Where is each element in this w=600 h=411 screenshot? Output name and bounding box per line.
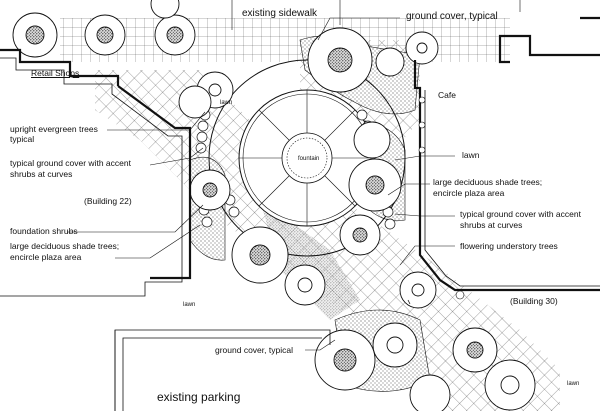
label-lawn-left-bottom: lawn: [183, 302, 196, 308]
paving-top: [60, 18, 510, 62]
label-flowering-understory: flowering understory trees: [460, 241, 558, 251]
label-ground-cover-top: ground cover, typical: [406, 11, 498, 22]
label-lawn-right: lawn: [462, 150, 480, 160]
label-existing-sidewalk: existing sidewalk: [242, 8, 318, 19]
tree-left-5: [284, 264, 326, 306]
label-typical-ground-cover-right-1: typical ground cover with accent: [460, 209, 581, 219]
tree-left-3: [189, 169, 231, 211]
label-building-30: (Building 30): [510, 296, 558, 306]
tree-left-2: [178, 85, 212, 119]
tree-right-1: [348, 158, 402, 212]
label-fountain: fountain: [298, 156, 320, 162]
building-edges: [0, 16, 600, 292]
label-large-deciduous-right-2: encircle plaza area: [433, 188, 505, 198]
tree-top-left-1: [12, 12, 58, 58]
label-large-deciduous-left-1: large deciduous shade trees;: [10, 241, 120, 251]
label-lawn-bottom-right: lawn: [567, 381, 580, 387]
cafe-tables: [418, 96, 465, 300]
leader-lines: [67, 0, 521, 351]
trees: [12, 0, 536, 411]
tree-left-4: [231, 226, 289, 284]
label-retail-shops: Retail Shops: [31, 68, 80, 78]
label-large-deciduous-right-1: large deciduous shade trees;: [433, 177, 543, 187]
tree-top-left-2: [84, 14, 126, 56]
tree-top-right-3: [375, 47, 405, 77]
tree-top-left-3: [154, 14, 196, 56]
label-upright-evergreen-1: upright evergreen trees: [10, 124, 98, 134]
tree-right-2: [339, 214, 381, 256]
label-existing-parking: existing parking: [157, 390, 241, 404]
label-upright-evergreen-2: typical: [10, 134, 35, 144]
tree-bottom-4: [484, 359, 536, 411]
building-outlines: [0, 0, 600, 305]
tree-right-3: [399, 271, 437, 309]
plaza-rings: [208, 59, 406, 257]
tree-bottom-3: [452, 327, 498, 373]
label-cafe: Cafe: [438, 90, 456, 100]
tree-bottom-5: [409, 374, 451, 411]
tree-top-right-1: [307, 27, 373, 93]
label-large-deciduous-left-2: encircle plaza area: [10, 252, 82, 262]
parking-edge: [114, 329, 331, 411]
label-lawn-center: lawn: [220, 100, 233, 106]
label-typical-ground-cover-right-2: shrubs at curves: [460, 220, 523, 230]
tree-right-4: [353, 121, 391, 159]
label-typical-ground-cover-left-2: shrubs at curves: [10, 169, 73, 179]
tree-bottom-1: [314, 329, 376, 391]
tree-bottom-2: [372, 322, 418, 368]
tree-top-right-2: [405, 31, 439, 65]
label-ground-cover-bottom: ground cover, typical: [215, 345, 293, 355]
label-foundation-shrubs: foundation shrubs: [10, 226, 78, 236]
label-typical-ground-cover-left-1: typical ground cover with accent: [10, 158, 131, 168]
tree-top-center: [150, 0, 180, 19]
label-building-22: (Building 22): [84, 196, 132, 206]
